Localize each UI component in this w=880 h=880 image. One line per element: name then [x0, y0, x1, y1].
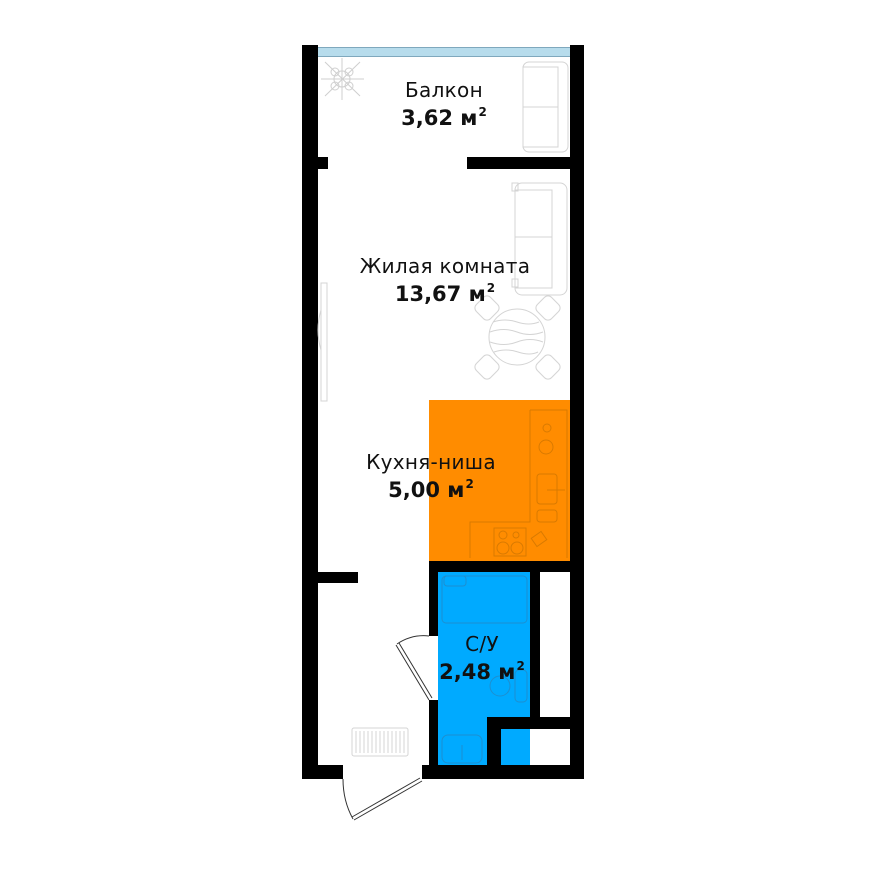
entrance-door-icon[interactable]	[342, 777, 423, 821]
wall-bathroom-left-upper	[429, 561, 438, 636]
chair-icon	[535, 295, 561, 321]
wall-bathroom-top	[429, 561, 584, 572]
wall-bathroom-right-upper	[530, 561, 540, 717]
chair-icon	[535, 354, 561, 380]
room-name: Балкон	[405, 78, 483, 102]
wall-hall-stub	[302, 572, 358, 583]
wall-bottom-right	[422, 765, 584, 779]
room-label-balcony: Балкон 3,62 м2	[330, 80, 558, 129]
kitchen-counter-icon	[469, 409, 568, 558]
room-area: 5,00 м2	[388, 477, 474, 502]
wall-bathroom-left-lower	[429, 700, 438, 779]
wall-shaft-horizontal	[487, 717, 584, 729]
wall-balcony-right	[467, 157, 584, 169]
washbasin-icon	[489, 669, 528, 703]
plant-icon	[321, 58, 364, 100]
bathtub-icon	[441, 575, 528, 624]
room-area: 2,48 м2	[439, 659, 525, 684]
wall-right	[570, 45, 584, 779]
wall-left	[302, 45, 318, 779]
wardrobe-icon	[317, 282, 328, 402]
room-label-living: Жилая комната 13,67 м2	[320, 256, 570, 305]
sink-icon	[536, 473, 558, 505]
hood-icon	[542, 423, 552, 433]
wall-balcony-left-stub	[302, 157, 328, 169]
chair-icon	[474, 295, 500, 321]
room-area: 3,62 м2	[401, 105, 487, 130]
sofa-icon	[511, 182, 568, 296]
dining-table-icon	[474, 295, 561, 380]
wall-bathroom-right-lower	[487, 717, 501, 779]
room-name: Жилая комната	[359, 254, 531, 278]
chair-icon	[474, 354, 500, 380]
bathroom-zone[interactable]	[438, 572, 530, 765]
wall-bottom-left	[302, 765, 343, 779]
toilet-icon	[441, 734, 483, 764]
room-area: 13,67 м2	[394, 281, 496, 306]
room-name: С/У	[465, 632, 499, 656]
radiator-icon	[351, 727, 409, 757]
balcony-sofa-icon	[522, 61, 569, 153]
room-label-bathroom: С/У 2,48 м2	[432, 634, 532, 683]
dishwasher-icon	[538, 439, 554, 455]
room-name: Кухня-ниша	[366, 450, 496, 474]
balcony-window	[318, 47, 570, 57]
room-label-kitchen: Кухня-ниша 5,00 м2	[320, 452, 542, 501]
stove-icon	[493, 527, 527, 557]
bathroom-door-icon[interactable]	[395, 635, 433, 701]
